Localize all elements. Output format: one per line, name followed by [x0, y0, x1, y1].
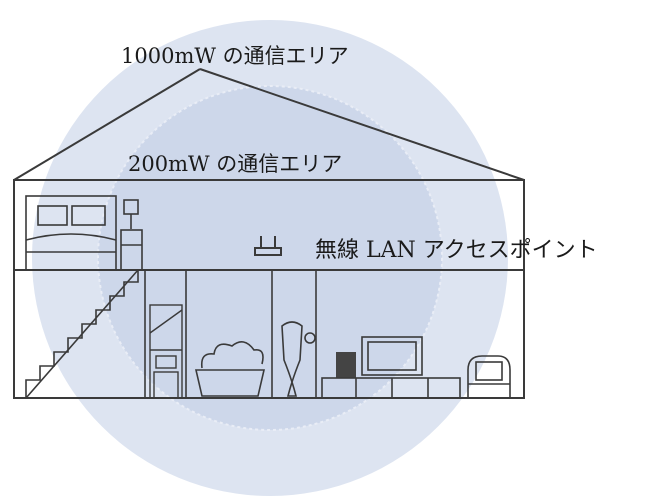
- coverage-circle-200mw: [97, 85, 443, 431]
- tv-icon: [321, 336, 461, 399]
- router-icon: [254, 236, 282, 256]
- shelf-icon: [149, 304, 183, 399]
- bed-icon: [25, 195, 117, 271]
- label-access-point: 無線 LAN アクセスポイント: [315, 238, 598, 263]
- toilet-icon: [281, 321, 316, 397]
- house-outline: [13, 68, 525, 399]
- interior-walls: [144, 270, 317, 398]
- armchair-icon: [467, 355, 511, 398]
- speaker-icon: [336, 352, 356, 378]
- bathtub-icon: [194, 341, 266, 397]
- label-1000mw-area: 1000mW の通信エリア: [121, 44, 349, 68]
- staircase-icon: [25, 269, 139, 399]
- lamp-icon: [120, 199, 143, 271]
- label-200mw-area: 200mW の通信エリア: [128, 152, 343, 176]
